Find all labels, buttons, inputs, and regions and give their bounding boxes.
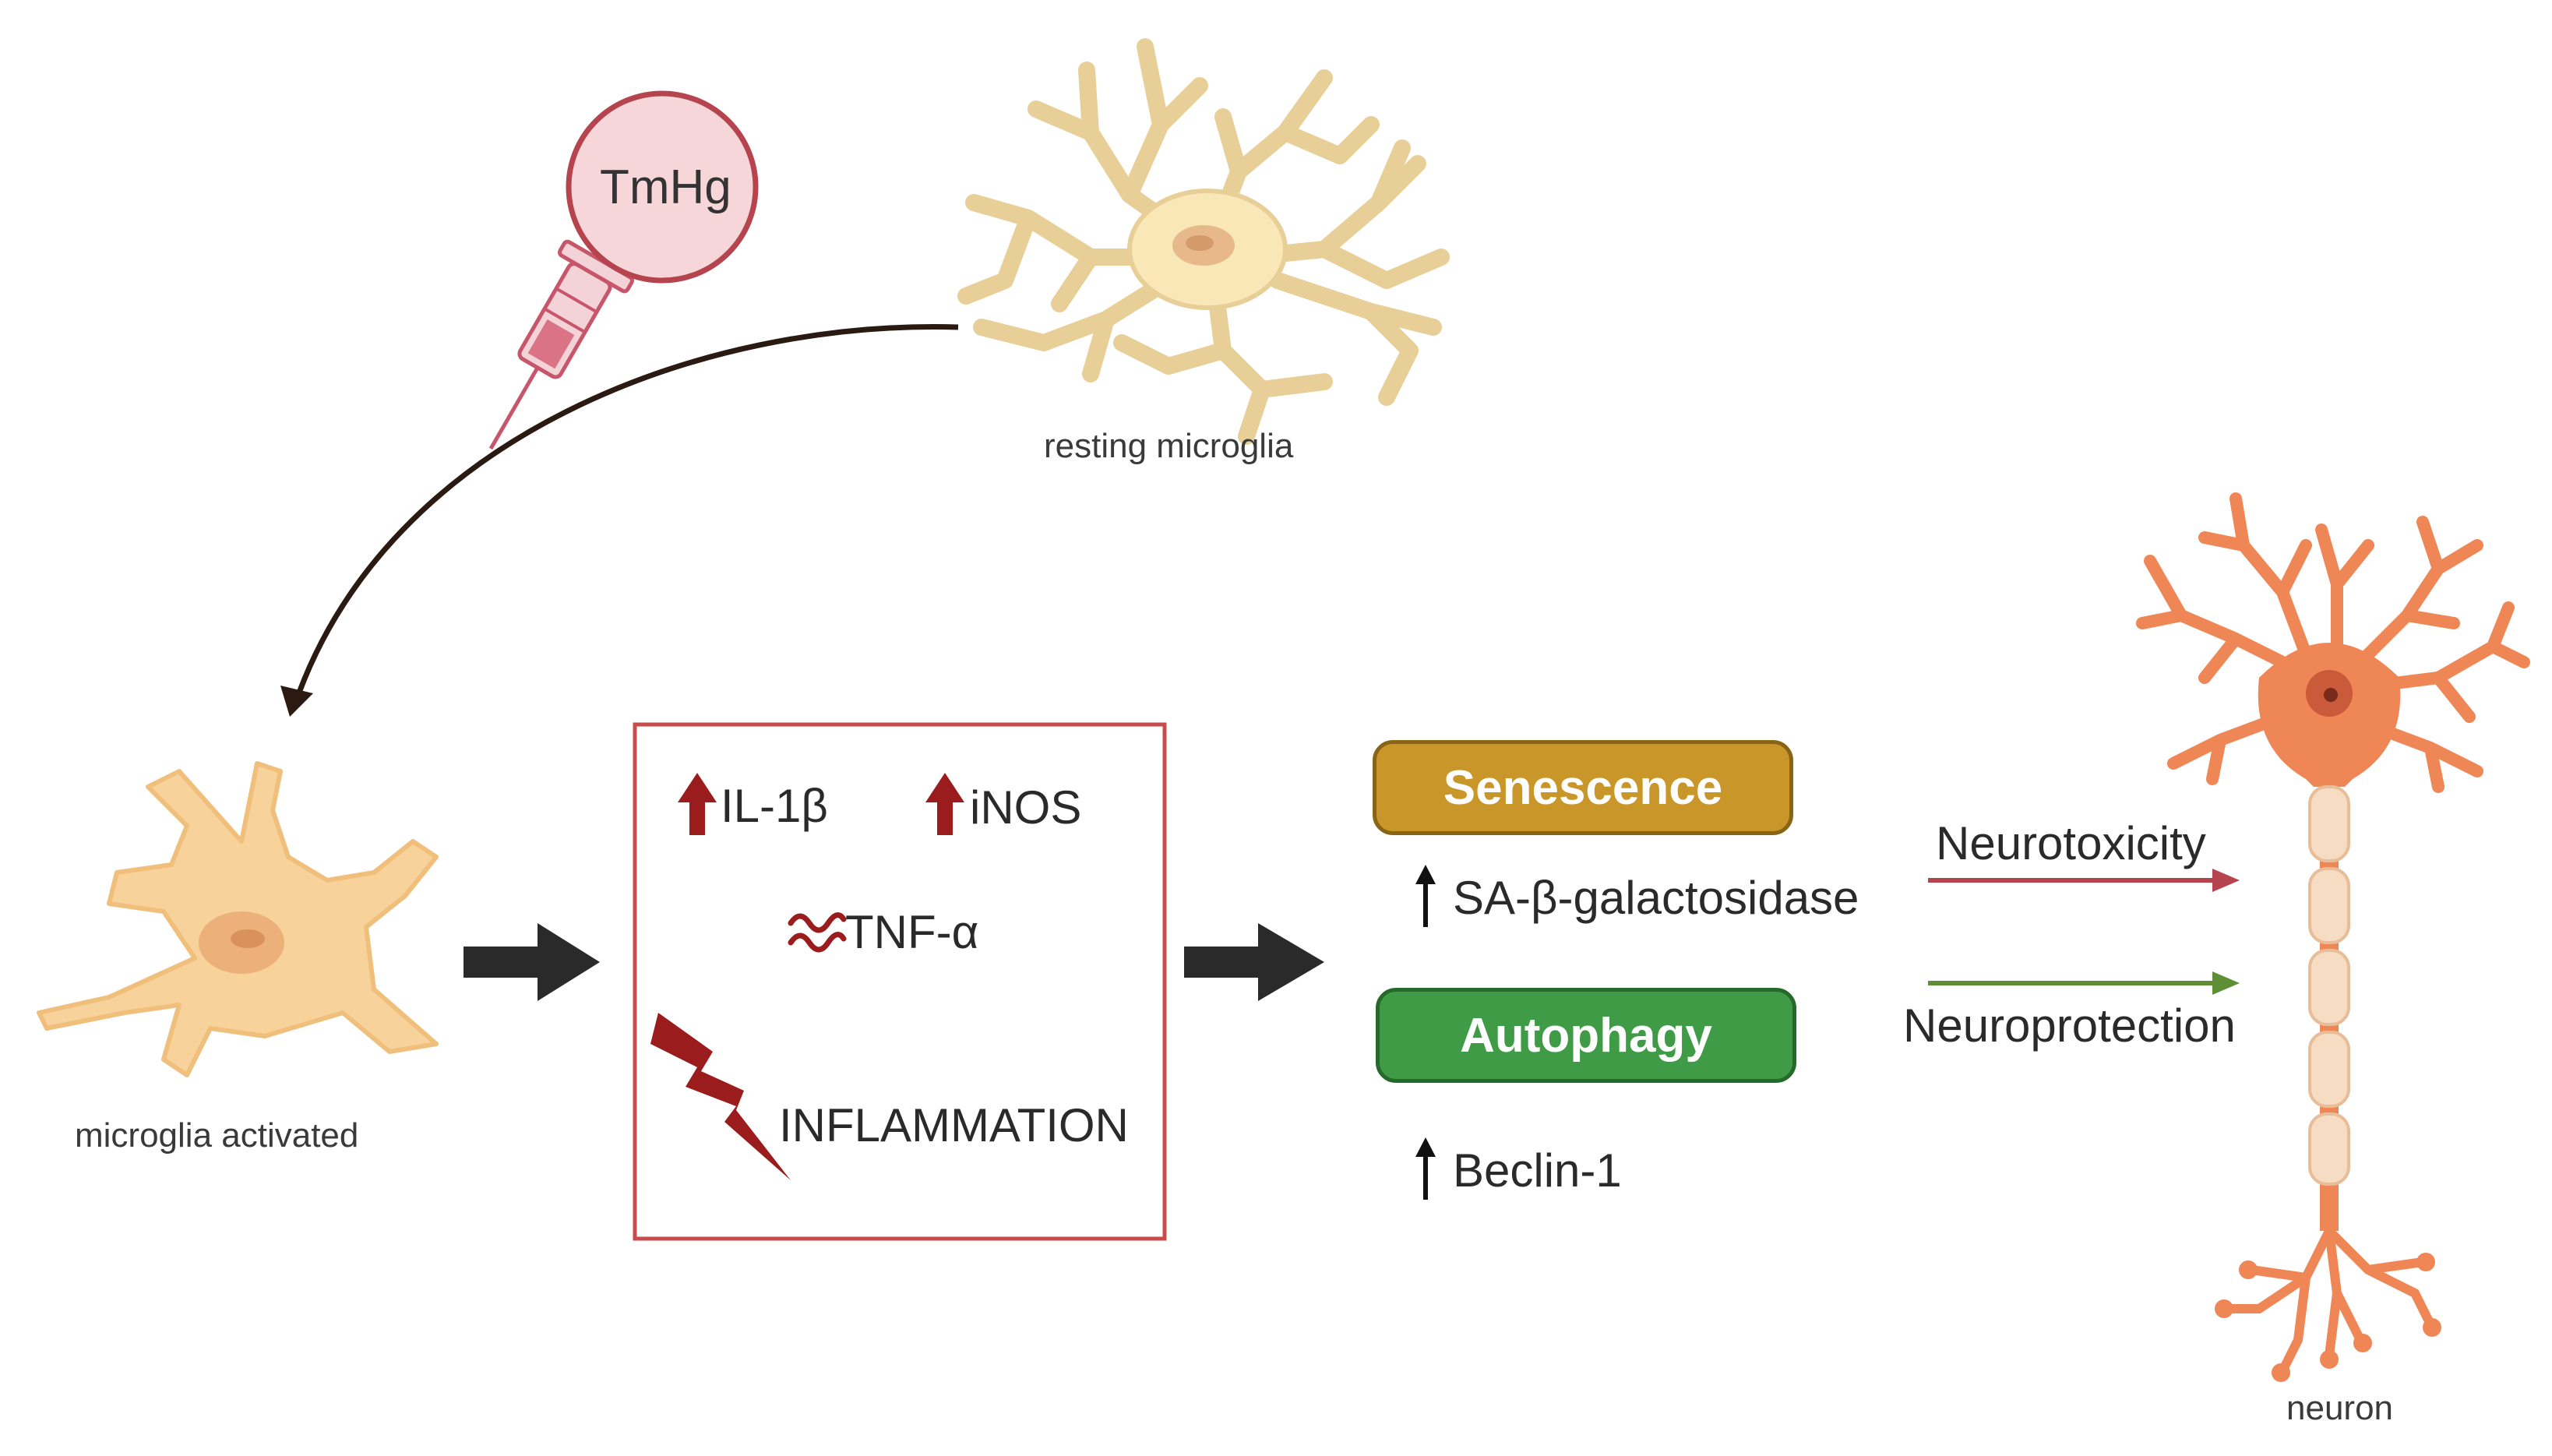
neuroprotection-arrow	[1928, 971, 2240, 995]
autophagy-pill: Autophagy	[1376, 988, 1796, 1083]
neuron-label: neuron	[2286, 1389, 2394, 1427]
neuroprotection-label: Neuroprotection	[1903, 999, 2236, 1052]
activated-microglia-label: microglia activated	[75, 1116, 359, 1155]
activation-arrow-head	[280, 686, 313, 717]
tmhg-label: TmHg	[600, 160, 731, 214]
lightning-bolt-icon	[650, 1013, 791, 1180]
activated-microglia-nucleolus	[231, 929, 265, 948]
inos-label: iNOS	[970, 781, 1082, 834]
neurotoxicity-arrow	[1928, 869, 2240, 892]
cytokine-box	[633, 722, 1167, 1241]
activation-curved-arrow	[293, 324, 959, 703]
inos-up-arrow-icon	[925, 773, 964, 835]
beclin-up-arrow-icon	[1415, 1137, 1436, 1200]
tmhg-bubble	[566, 90, 759, 284]
il1b-up-arrow-icon	[678, 773, 717, 835]
resting-microglia-nucleolus	[1186, 235, 1214, 251]
tnfa-label: TNF-α	[845, 906, 979, 958]
senescence-pill: Senescence	[1373, 740, 1793, 835]
inflammation-label: INFLAMMATION	[779, 1099, 1129, 1151]
resting-microglia-icon	[957, 38, 1450, 445]
arrow-box-to-pathways	[1184, 923, 1324, 1001]
neuron-icon	[2136, 492, 2530, 1382]
resting-microglia-label: resting microglia	[1044, 427, 1294, 465]
arrow-activated-to-box	[464, 923, 600, 1001]
il1b-label: IL-1β	[721, 780, 828, 832]
beclin-label: Beclin-1	[1453, 1144, 1622, 1197]
neurotoxicity-label: Neurotoxicity	[1936, 817, 2206, 869]
sa-beta-gal-label: SA-β-galactosidase	[1453, 872, 1859, 924]
tnfa-approx-icon	[788, 912, 847, 953]
sa-beta-gal-up-arrow-icon	[1415, 865, 1436, 927]
